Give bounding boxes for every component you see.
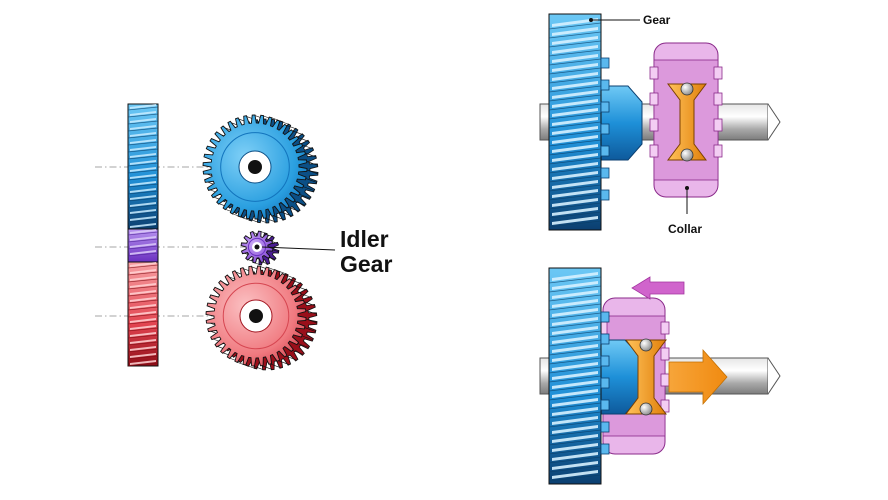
idler-gear (240, 230, 280, 266)
top-assembly: Gear Collar (539, 13, 781, 236)
arrow-left-icon (631, 276, 685, 300)
blue-gear (202, 114, 319, 224)
arrow-right-icon (668, 348, 728, 406)
red-gear (205, 265, 318, 371)
idler-leader (261, 246, 336, 251)
bottom-bearing (625, 338, 667, 416)
idler-label-line2: Gear (340, 251, 392, 277)
idler-label-line1: Idler (340, 226, 389, 252)
gear-side-strip (127, 103, 159, 367)
bottom-gear-side (548, 267, 610, 485)
collar-label: Collar (668, 222, 702, 236)
left-panel: Idler Gear (95, 103, 392, 371)
gear-label: Gear (643, 13, 671, 27)
bottom-assembly (539, 267, 781, 485)
top-collar (649, 42, 723, 198)
top-gear-side (548, 13, 610, 231)
